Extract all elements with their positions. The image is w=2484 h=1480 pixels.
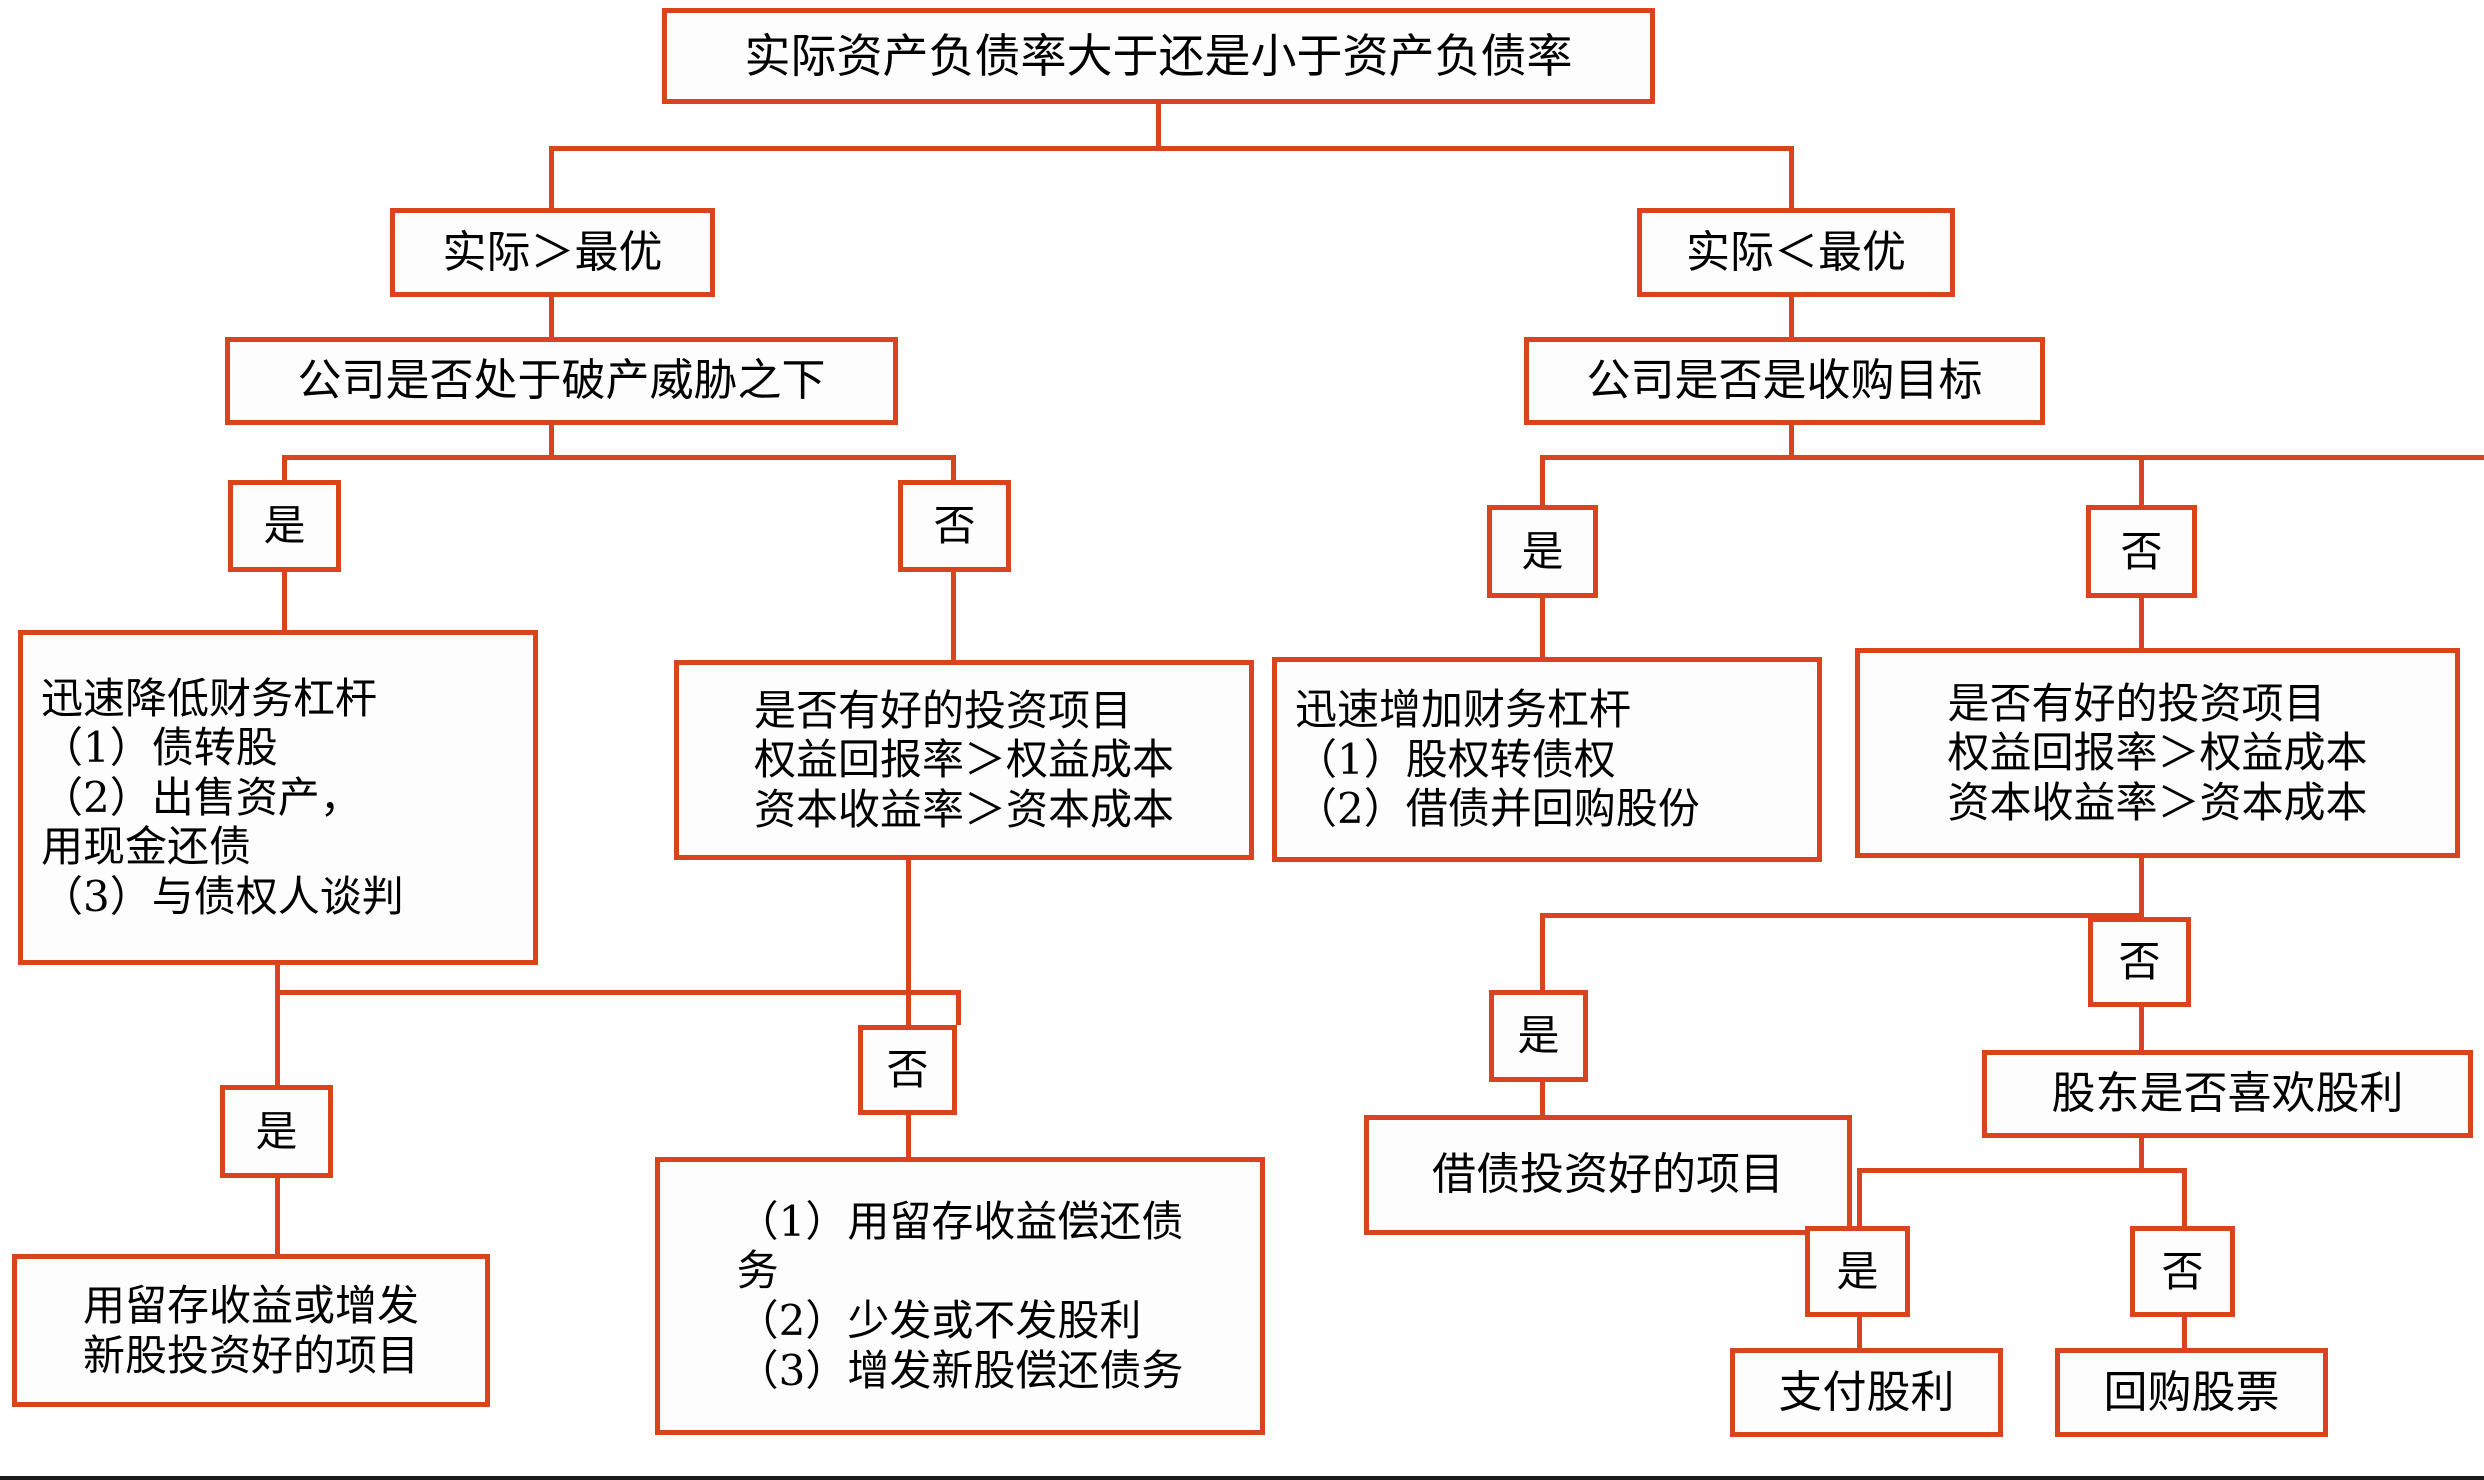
connector-yes-to-pay — [1857, 1317, 1862, 1348]
node-no-right-2[interactable]: 否 — [2088, 917, 2191, 1007]
connector-left-bar-to-yes2 — [275, 990, 280, 1085]
connector-dividend-q-down — [2139, 1138, 2144, 1168]
node-no-right-1[interactable]: 否 — [2086, 505, 2197, 598]
connector-right-invest-to-yes — [1540, 913, 1545, 990]
node-no-right-3[interactable]: 否 — [2130, 1226, 2235, 1317]
connector-no-right-to-invest — [2139, 598, 2144, 648]
node-yes-right-1[interactable]: 是 — [1487, 505, 1598, 598]
connector-yes-to-borrow — [1540, 1082, 1545, 1115]
node-yes-left-2[interactable]: 是 — [220, 1085, 333, 1178]
node-yes-right-2[interactable]: 是 — [1489, 990, 1588, 1082]
node-left-branch-label[interactable]: 实际＞最优 — [390, 208, 715, 297]
node-root-question[interactable]: 实际资产负债率大于还是小于资产负债率 — [662, 8, 1655, 104]
node-left-result[interactable]: 用留存收益或增发 新股投资好的项目 — [12, 1254, 490, 1407]
connector-root-split — [549, 146, 1794, 151]
node-left-action[interactable]: 迅速降低财务杠杆 （1）债转股 （2）出售资产， 用现金还债 （3）与债权人谈判 — [18, 630, 538, 965]
connector-dividend-to-yes — [1857, 1168, 1862, 1226]
connector-no3-to-dividend-q — [2139, 1007, 2144, 1050]
connector-right-question-split — [1540, 455, 2484, 460]
connector-no2-to-list — [906, 1115, 911, 1157]
node-right-branch-label[interactable]: 实际＜最优 — [1637, 208, 1955, 297]
node-left-question[interactable]: 公司是否处于破产威胁之下 — [225, 337, 898, 425]
node-right-action[interactable]: 迅速增加财务杠杆 （1）股权转债权 （2）借债并回购股份 — [1272, 657, 1822, 862]
connector-right-invest-bar — [1540, 913, 2144, 918]
connector-left-action-down — [275, 965, 280, 990]
node-center-result-list[interactable]: （1）用留存收益偿还债 务 （2）少发或不发股利 （3）增发新股偿还债务 — [655, 1157, 1265, 1435]
node-no-center-2[interactable]: 否 — [858, 1025, 957, 1115]
connector-no-left-to-invest — [951, 572, 956, 660]
connector-root-to-right-branch — [1789, 146, 1794, 208]
connector-center-invest-down — [906, 860, 911, 1025]
node-borrow-invest-result[interactable]: 借债投资好的项目 — [1364, 1115, 1852, 1235]
bottom-rule-divider — [0, 1476, 2484, 1480]
connector-no-to-buyback — [2182, 1317, 2187, 1348]
connector-dividend-to-no — [2182, 1168, 2187, 1226]
connector-yes2-to-result — [275, 1178, 280, 1254]
connector-right-question-to-no — [2139, 455, 2144, 505]
node-right-question[interactable]: 公司是否是收购目标 — [1524, 337, 2045, 425]
connector-right-question-to-yes — [1540, 455, 1545, 505]
connector-right-invest-down — [2139, 858, 2144, 917]
connector-root-down — [1156, 104, 1161, 146]
connector-right-question-down — [1789, 425, 1794, 455]
node-yes-left-1[interactable]: 是 — [228, 480, 341, 572]
connector-left-action-bar-right — [956, 990, 961, 1025]
connector-left-question-split — [282, 455, 956, 460]
node-buyback-stock[interactable]: 回购股票 — [2055, 1348, 2328, 1437]
connector-dividend-split — [1857, 1168, 2187, 1173]
connector-left-question-down — [549, 425, 554, 455]
connector-left-question-to-no — [951, 455, 956, 480]
node-no-left-1[interactable]: 否 — [898, 480, 1011, 572]
connector-right-branch-to-question — [1789, 297, 1794, 339]
node-center-invest-question[interactable]: 是否有好的投资项目 权益回报率＞权益成本 资本收益率＞资本成本 — [674, 660, 1254, 860]
node-dividend-question[interactable]: 股东是否喜欢股利 — [1982, 1050, 2473, 1138]
connector-yes-left-to-action — [282, 572, 287, 630]
connector-left-action-bar — [275, 990, 961, 995]
connector-yes-right-to-action — [1540, 598, 1545, 657]
connector-root-to-left-branch — [549, 146, 554, 208]
connector-left-question-to-yes — [282, 455, 287, 480]
node-pay-dividend[interactable]: 支付股利 — [1730, 1348, 2003, 1437]
node-yes-right-3[interactable]: 是 — [1805, 1226, 1910, 1317]
node-right-invest-question[interactable]: 是否有好的投资项目 权益回报率＞权益成本 资本收益率＞资本成本 — [1855, 648, 2460, 858]
connector-left-branch-to-question — [549, 297, 554, 339]
